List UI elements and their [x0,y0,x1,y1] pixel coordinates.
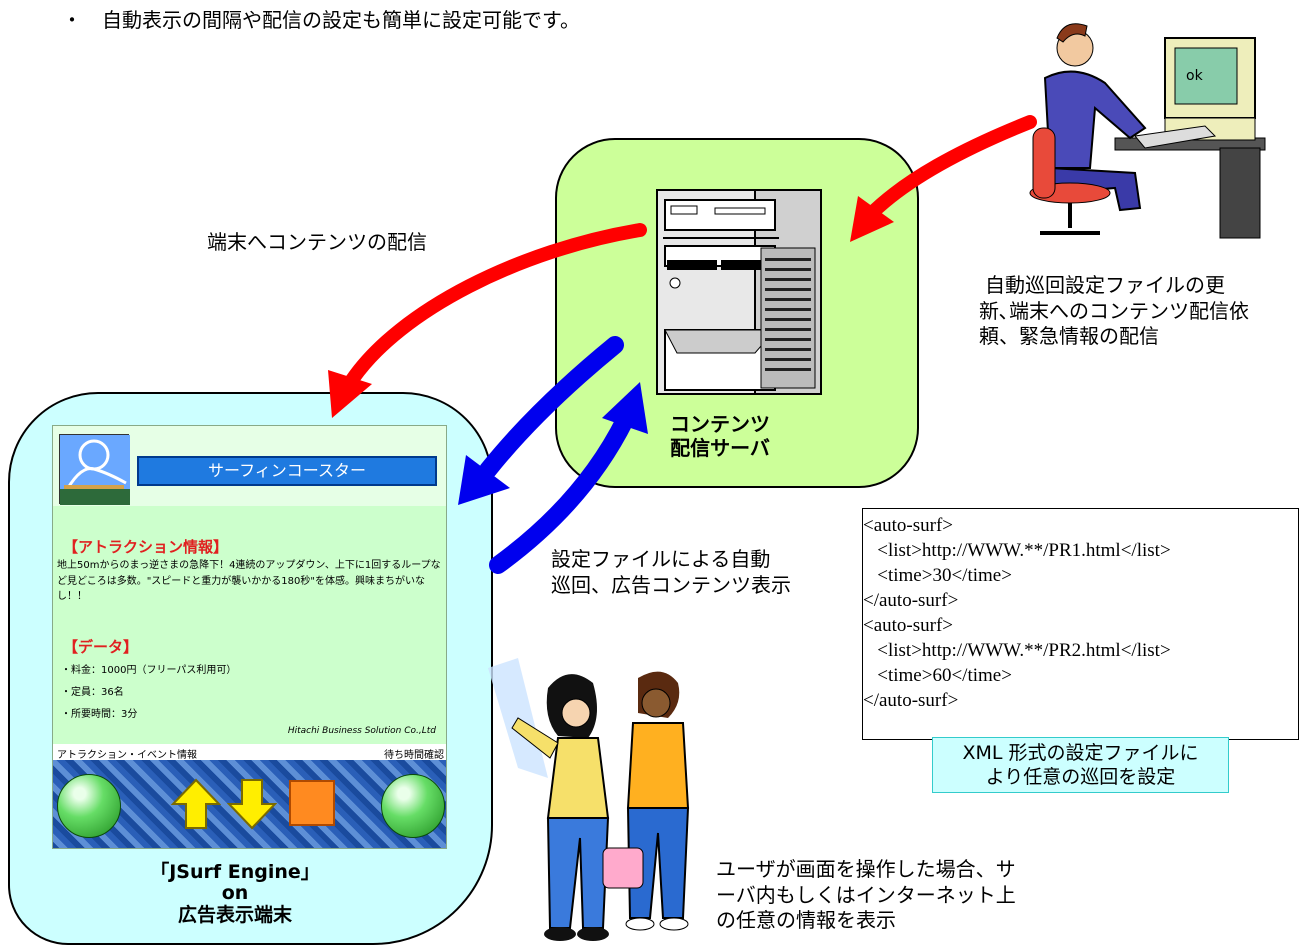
coaster-logo-icon [59,434,130,505]
data-item: ・定員：36名 [61,687,124,698]
terminal-label: 「JSurf Engine」 on 広告表示端末 [150,861,320,926]
xml-line: <list>http://WWW.**/PR2.html</list> [863,640,1171,661]
red-arrowhead-admin [850,196,894,242]
xml-line: <list>http://WWW.**/PR1.html</list> [863,540,1171,561]
attraction-text: 地上50mからのまっ逆さまの急降下！4連続のアップダウン、上下に1回するループな… [57,560,441,602]
users-illustration-icon [488,658,690,941]
down-arrow-button[interactable] [227,778,277,830]
company-credit: Hitachi Business Solution Co.,Ltd [287,726,436,736]
admin-description: 自動巡回設定ファイルの更 新､端末へのコンテンツ配信依 頼、緊急情報の配信 [979,273,1249,349]
screen-title: サーフィンコースター [137,456,437,486]
terminal-screen: サーフィンコースター 【アトラクション情報】 地上50mからのまっ逆さまの急降下… [52,425,447,849]
xml-caption: XML 形式の設定ファイルに より任意の巡回を設定 [932,737,1229,793]
xml-config-box: <auto-surf> <list>http://WWW.**/PR1.html… [862,508,1299,740]
admin-at-computer-icon: ok [1029,23,1266,239]
red-arrow-admin-to-server [863,115,1037,222]
data-heading: 【データ】 [63,638,139,656]
data-item: ・料金：1000円（フリーパス利用可） [61,665,237,676]
blue-arrowhead-server [602,382,648,434]
red-arrow-server-to-terminal [345,223,647,387]
user-description: ユーザが画面を操作した場合、サ ーバ内もしくはインターネット上 の任意の情報を表… [716,857,1016,933]
xml-line: <time>30</time> [863,565,1012,586]
xml-line: <auto-surf> [863,615,954,636]
monitor-text: ok [1186,68,1204,84]
stop-button[interactable] [289,780,335,826]
screen-link-bar: アトラクション・イベント情報 待ち時間確認 [53,744,446,761]
xml-line: </auto-surf> [863,590,959,611]
attraction-heading: 【アトラクション情報】 [63,538,229,556]
server-tower-icon [656,189,822,395]
blue-arrow-terminal-to-server [489,411,634,574]
xml-line: </auto-surf> [863,690,959,711]
wait-time-link[interactable]: 待ち時間確認 [384,750,444,761]
server-label: コンテンツ 配信サーバ [670,412,770,460]
auto-surf-description: 設定ファイルによる自動 巡回、広告コンテンツ表示 [551,547,791,597]
right-sphere-button[interactable] [381,774,445,838]
xml-line: <auto-surf> [863,515,954,536]
header-note: ・ 自動表示の間隔や配信の設定も簡単に設定可能です。 [62,8,580,32]
up-arrow-button[interactable] [171,778,221,830]
left-sphere-button[interactable] [57,774,121,838]
delivery-label: 端末へコンテンツの配信 [207,230,427,254]
red-arrowhead-terminal [328,370,372,418]
attraction-event-link[interactable]: アトラクション・イベント情報 [57,750,197,761]
screen-controls [53,760,446,848]
blue-arrowhead-terminal [458,455,510,505]
blue-arrow-server-to-terminal [479,336,624,479]
data-item: ・所要時間：3分 [61,709,138,720]
xml-line: <time>60</time> [863,665,1012,686]
